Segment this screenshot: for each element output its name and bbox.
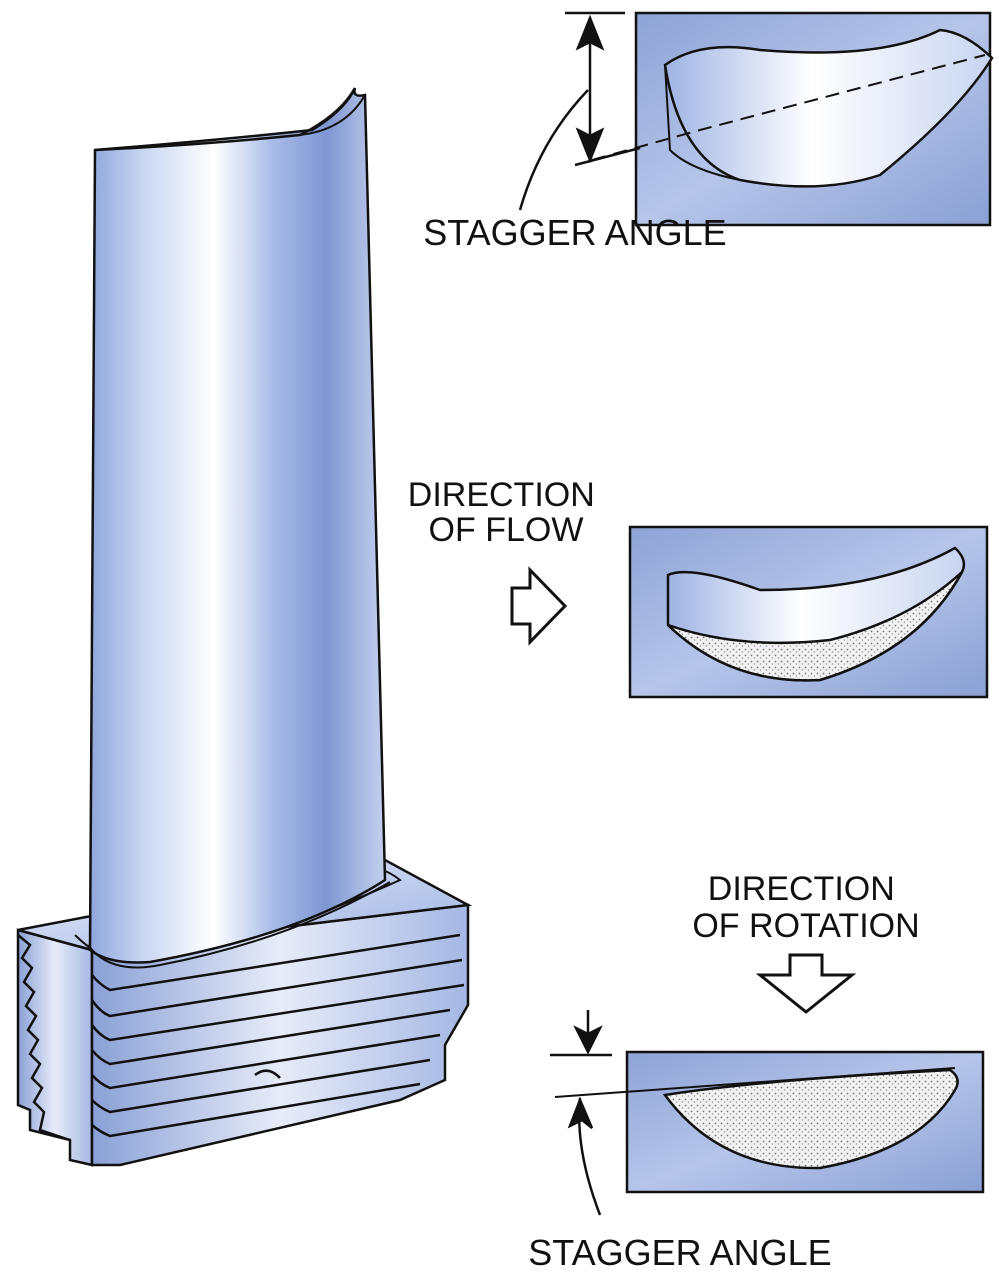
flow-arrow-icon	[510, 566, 568, 646]
direction-of-flow-label: DIRECTION OF FLOW	[408, 476, 604, 549]
stagger-angle-indicator-top	[518, 11, 641, 211]
stagger-angle-label-bottom: STAGGER ANGLE	[528, 1232, 831, 1273]
turbine-blade	[16, 87, 473, 1167]
blade-root-fir-tree	[16, 903, 470, 1167]
airfoil-section-bottom	[554, 1050, 985, 1194]
direction-of-rotation-label: DIRECTION OF ROTATION	[692, 870, 919, 945]
stagger-angle-indicator-bottom	[550, 1010, 612, 1216]
airfoil-section-middle	[628, 525, 989, 699]
stagger-angle-label-top: STAGGER ANGLE	[423, 212, 726, 253]
blade-airfoil	[88, 87, 387, 964]
rotation-arrow-icon	[755, 953, 857, 1014]
airfoil-section-top	[591, 11, 994, 227]
